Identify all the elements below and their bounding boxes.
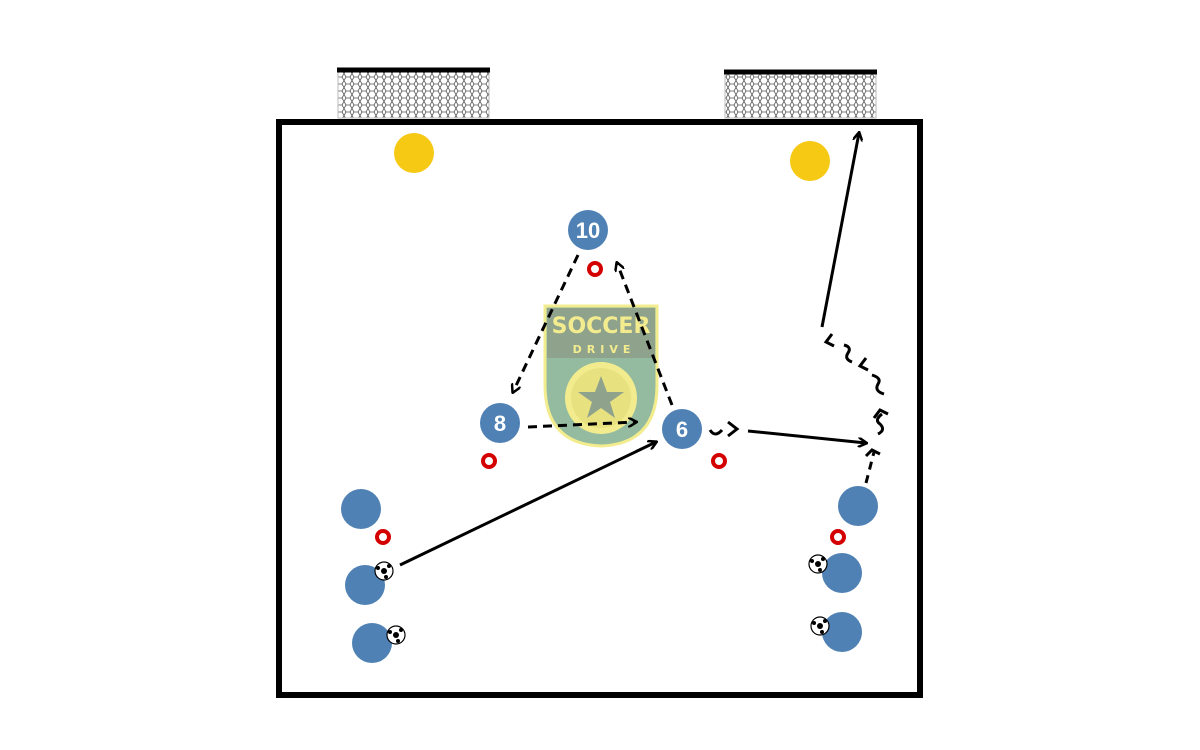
player-8 <box>480 403 520 443</box>
soccer-ball-icon <box>808 554 828 574</box>
player <box>341 489 381 529</box>
soccer-ball-icon <box>386 625 406 645</box>
pass-8-to-6 <box>527 422 636 429</box>
balls <box>374 554 830 645</box>
player-number-8: 8 <box>494 411 506 436</box>
logo-text-drive: DRIVE <box>573 343 636 356</box>
goal-right <box>724 69 877 119</box>
cone <box>587 261 603 277</box>
cone <box>481 453 497 469</box>
shot-on-goal <box>820 133 859 328</box>
coach-right <box>790 141 830 181</box>
player-10 <box>568 210 608 250</box>
player-number-6: 6 <box>676 417 688 442</box>
player <box>838 486 878 526</box>
cones <box>375 261 846 545</box>
player <box>345 565 385 605</box>
cone <box>830 529 846 545</box>
dribble-right <box>875 412 885 436</box>
cone <box>375 529 391 545</box>
player <box>822 612 862 652</box>
pass-10-to-8 <box>513 254 580 392</box>
dribble-6 <box>708 428 724 436</box>
field-boundary <box>276 119 923 698</box>
pass-to-6 <box>399 442 656 567</box>
run-6-to-10 <box>617 263 674 406</box>
player-6 <box>662 409 702 449</box>
goal-left <box>337 67 490 119</box>
players <box>341 210 878 663</box>
soccer-drive-logo: SOCCER DRIVE <box>543 304 659 448</box>
pass-6-to-right <box>747 429 866 443</box>
player <box>822 553 862 593</box>
player <box>352 623 392 663</box>
movement-lines <box>399 133 889 567</box>
player-number-10: 10 <box>576 218 600 243</box>
soccer-ball-icon <box>810 616 830 636</box>
soccer-ball-icon <box>374 561 394 581</box>
run-right <box>864 451 876 484</box>
coach-left <box>394 133 434 173</box>
cone <box>711 453 727 469</box>
logo-text-soccer: SOCCER <box>552 314 651 339</box>
